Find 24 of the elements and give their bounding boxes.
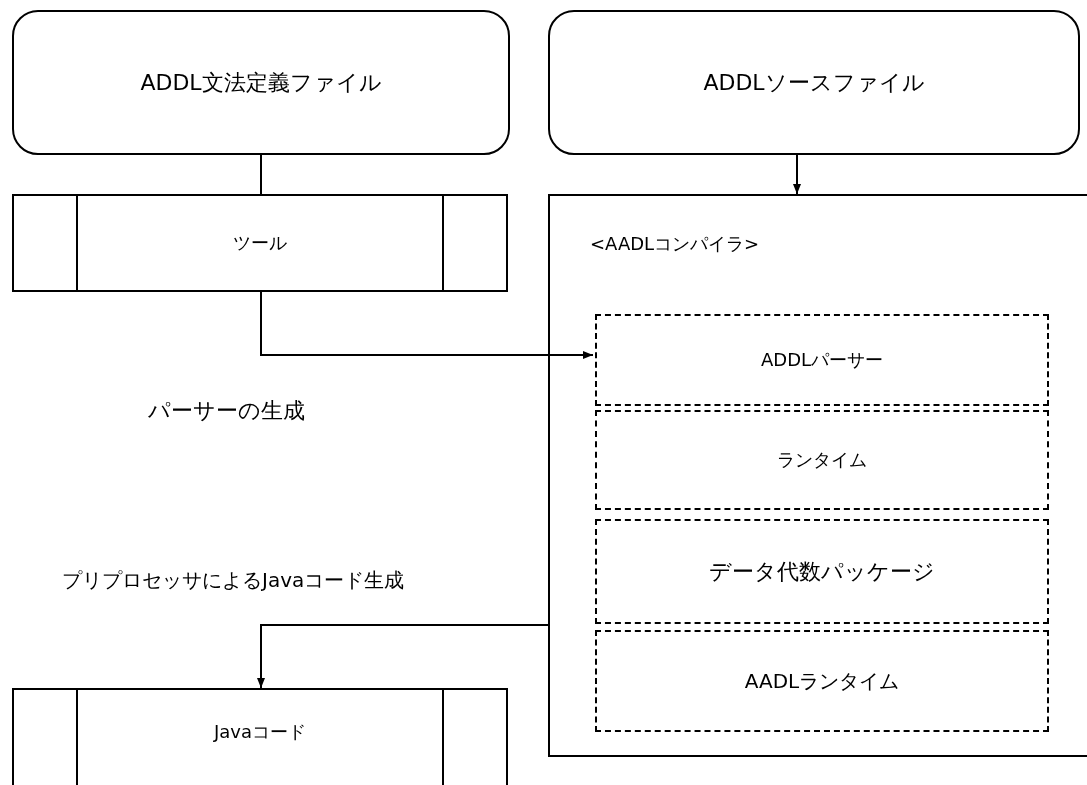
- module-box: [595, 314, 1049, 406]
- module-box: [595, 630, 1049, 732]
- file-box: [12, 10, 510, 155]
- box-label: ADDLパーサー: [760, 348, 884, 372]
- box-title: <AADLコンパイラ>: [590, 232, 760, 256]
- box-label: ADDL文法定義ファイル: [140, 68, 382, 97]
- compiler-box: [548, 194, 1087, 757]
- step-label: プリプロセッサによるJavaコード生成: [62, 567, 405, 594]
- box-label: Javaコード: [214, 720, 306, 744]
- arrow: [793, 154, 801, 195]
- step-label: パーサーの生成: [148, 397, 305, 425]
- box-label: ツール: [233, 231, 287, 255]
- module-box: [595, 519, 1049, 624]
- box-label: データ代数パッケージ: [709, 557, 935, 586]
- box-label: ADDLソースファイル: [703, 68, 925, 97]
- arrow: [260, 291, 594, 359]
- module-box: [595, 410, 1049, 510]
- box-label: AADLランタイム: [744, 667, 900, 695]
- box-label: ランタイム: [777, 448, 867, 472]
- connector-line: [260, 154, 262, 195]
- process-box: [12, 688, 508, 785]
- arrow: [257, 624, 549, 689]
- file-box: [548, 10, 1080, 155]
- process-box: [12, 194, 508, 292]
